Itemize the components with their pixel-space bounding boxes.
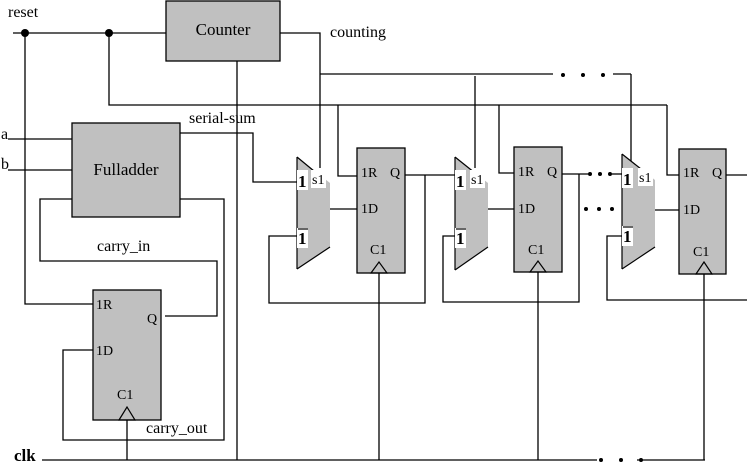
carry-in-wire xyxy=(39,198,218,317)
mux-2-in0: 1 xyxy=(456,229,465,248)
carry-flipflop xyxy=(92,289,162,421)
reset-bus-wire xyxy=(108,33,667,106)
ellipsis-dot xyxy=(610,207,614,211)
ff-1-q-pin: Q xyxy=(390,166,400,181)
carry-ff-reset-pin: 1R xyxy=(96,298,113,313)
ff-n-feedback-wire xyxy=(606,235,747,301)
stage-1: 1 s1 1 1R Q 1D C1 xyxy=(268,147,455,460)
mux-2-select: s1 xyxy=(471,173,483,188)
clk-label: clk xyxy=(14,446,36,465)
ff-1-feedback-wire xyxy=(268,175,426,304)
ellipsis-dot xyxy=(608,172,612,176)
ff-n-reset-pin: 1R xyxy=(683,166,700,181)
flipflop-n xyxy=(678,148,727,275)
carry-in-label: carry_in xyxy=(97,238,150,255)
serial-sum-wire xyxy=(180,132,298,183)
ff-2-reset-pin: 1R xyxy=(518,165,535,180)
ellipsis-dot xyxy=(588,172,592,176)
ellipsis-dot xyxy=(584,207,588,211)
ff-1-reset-pin: 1R xyxy=(361,166,378,181)
carry-out-wire xyxy=(62,198,225,441)
ff-1-d-pin: 1D xyxy=(361,202,378,217)
ellipsis-dot xyxy=(639,458,643,462)
mux-3-in1: 1 xyxy=(623,170,632,189)
reset-label: reset xyxy=(8,4,39,21)
mux-1-edge xyxy=(296,246,331,270)
ff-2-clock-pin: C1 xyxy=(528,243,544,258)
ff-n-q-pin: Q xyxy=(712,166,722,181)
stage-n: 1 s1 1 1R Q 1D C1 xyxy=(606,148,747,460)
a-label: a xyxy=(1,126,8,143)
ellipsis-dot xyxy=(561,73,565,77)
ff-2-q-pin: Q xyxy=(547,165,557,180)
serial-sum-label: serial-sum xyxy=(189,110,256,127)
counter-label: Counter xyxy=(196,20,251,39)
ellipsis-dot xyxy=(598,172,602,176)
ff-2-feedback-wire xyxy=(442,174,580,303)
ff-n-clock-pin: C1 xyxy=(693,245,709,260)
reset-to-ff1-wire xyxy=(337,105,357,177)
carry-ff-d-pin: 1D xyxy=(96,344,113,359)
ellipsis-dot xyxy=(581,73,585,77)
counter-block xyxy=(165,0,281,62)
ellipsis-dot xyxy=(619,458,623,462)
counting-label: counting xyxy=(330,24,386,41)
mux-3-in0: 1 xyxy=(623,227,632,246)
fulladder-label: Fulladder xyxy=(93,160,158,179)
ellipsis-dot xyxy=(599,458,603,462)
mux-3-edge xyxy=(621,246,656,270)
mux-1-in1: 1 xyxy=(298,172,307,191)
mux-1-select: s1 xyxy=(312,173,324,188)
ellipsis-dot xyxy=(597,207,601,211)
reset-to-ff2-wire xyxy=(498,105,514,174)
ff-n-d-pin: 1D xyxy=(683,203,700,218)
counting-wire xyxy=(280,32,321,168)
ff-2-d-pin: 1D xyxy=(518,202,535,217)
mux-2-in1: 1 xyxy=(456,172,465,191)
ff-1-clock-pin: C1 xyxy=(370,243,386,258)
reset-to-ff3-wire xyxy=(666,105,679,176)
ellipsis-dot xyxy=(601,73,605,77)
mux-1-in0: 1 xyxy=(298,229,307,248)
stage-2: 1 s1 1 1R Q 1D C1 xyxy=(442,146,614,460)
mux-3-edge xyxy=(621,153,642,170)
mux-2-edge xyxy=(454,246,489,271)
flipflop-2 xyxy=(513,146,563,273)
mux-3-select: s1 xyxy=(639,171,651,186)
carry-ff-q-pin: Q xyxy=(147,312,157,327)
reset-to-carry-ff-wire xyxy=(24,33,93,305)
carry-ff-clock-pin: C1 xyxy=(117,388,133,403)
b-label: b xyxy=(1,156,9,173)
flipflop-1 xyxy=(356,147,406,274)
carry-out-label: carry_out xyxy=(146,420,208,437)
fulladder-block xyxy=(71,122,181,218)
